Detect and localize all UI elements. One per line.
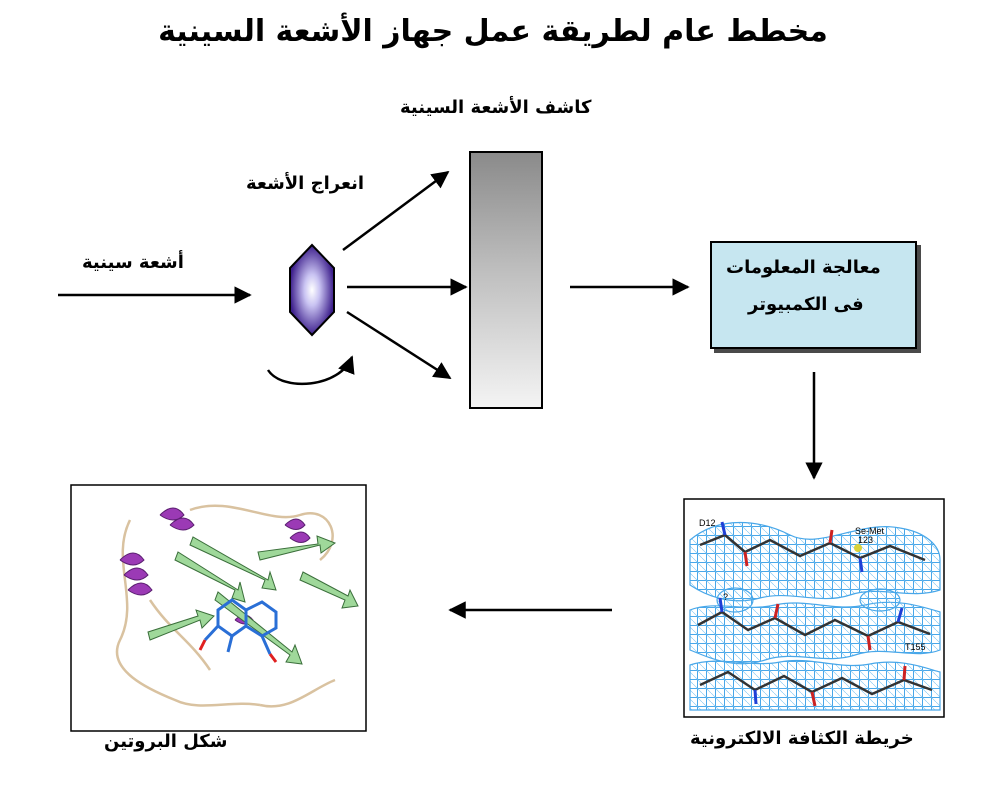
diffracted-ray-down bbox=[346, 310, 452, 380]
processing-box bbox=[710, 241, 917, 349]
protein-structure-image bbox=[70, 484, 367, 732]
detector-label: كاشف الأشعة السينية bbox=[400, 97, 592, 118]
processing-label-line1: معالجة المعلومات bbox=[726, 257, 881, 278]
xray-label: أشعة سينية bbox=[82, 252, 184, 273]
density-annotation-semet: Se-Met bbox=[855, 526, 885, 536]
xray-detector bbox=[469, 151, 543, 409]
diffraction-label: انعراج الأشعة bbox=[246, 173, 365, 194]
crystal-icon bbox=[289, 243, 335, 337]
processing-label-line2: فى الكمبيوتر bbox=[748, 294, 864, 315]
rotation-arrow bbox=[266, 355, 355, 386]
density-annotation-d12: D12 bbox=[699, 518, 716, 528]
diagram-title: مخطط عام لطريقة عمل جهاز الأشعة السينية bbox=[158, 14, 828, 49]
protein-shape-label: شكل البروتين bbox=[104, 731, 228, 752]
electron-density-map: D12 Se-Met 123 T155 ? bbox=[683, 498, 945, 718]
density-map-label: خريطة الكثافة الالكترونية bbox=[690, 728, 914, 749]
diffracted-ray-up bbox=[342, 170, 450, 252]
density-annotation-t155: T155 bbox=[905, 642, 926, 652]
density-annotation-unknown: ? bbox=[723, 592, 728, 602]
density-annotation-semet-number: 123 bbox=[858, 535, 873, 545]
